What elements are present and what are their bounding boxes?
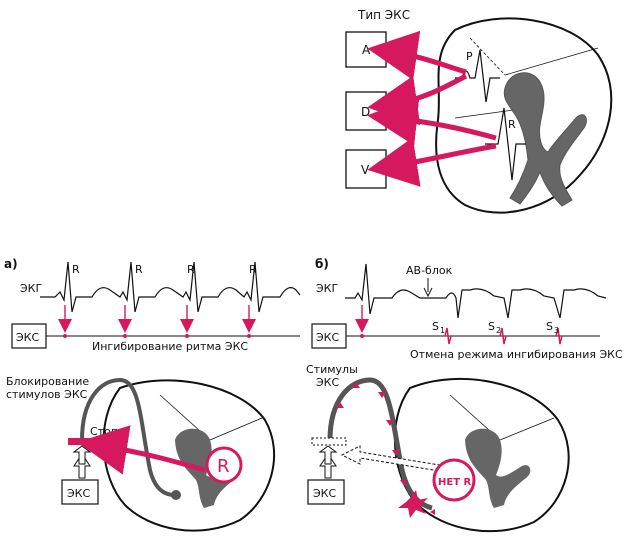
panel-b-cancel-caption: Отмена режима ингибирования ЭКС [410, 348, 623, 361]
panel-b-pacer-box-2 [307, 479, 345, 505]
panel-b-heart-line-2 [499, 417, 555, 441]
panel-a-up-arrow-2 [72, 445, 92, 465]
panel-b-s2-sub: 2 [496, 326, 501, 335]
panel-b-pacer-box [311, 323, 347, 349]
panel-b-pacer-box-2-label: ЭКС [313, 487, 336, 500]
box-d-label: D [361, 105, 370, 119]
panel-a-r-1: R [72, 263, 80, 276]
panel-a-heart-line-2 [209, 417, 263, 441]
arrow-r-to-d [367, 95, 497, 146]
panel-b-av-block: АВ-блок [406, 264, 453, 277]
arrow-to-v [367, 137, 497, 187]
box-a-label: A [362, 43, 371, 57]
panel-b-no-r-label: НЕТ R [438, 477, 472, 488]
panel-b-stim-4 [386, 420, 394, 426]
conduction-system [503, 72, 587, 207]
panel-b-s1: S [432, 320, 439, 333]
panel-b-up-arrow-1 [319, 453, 337, 479]
panel-b-stim-6 [400, 480, 408, 486]
arrow-to-a [367, 30, 467, 81]
panel-b-stim-7 [430, 509, 435, 515]
panel-a-pacer-box [11, 323, 47, 349]
panel-b-spike-1 [444, 327, 452, 345]
panel-a-dot-1 [63, 334, 67, 338]
r-wave-label: R [508, 118, 516, 131]
panel-b-no-r-circle [432, 458, 476, 502]
panel-b-s3-sub: 3 [554, 326, 559, 335]
panel-b-pacer-box-label: ЭКС [316, 331, 339, 344]
panel-a-r-2: R [135, 263, 143, 276]
panel-a-r-4: R [249, 263, 257, 276]
panel-a-pacer-box-2-label: ЭКС [67, 487, 90, 500]
panel-b-stimuli-caption-2: ЭКС [316, 376, 339, 389]
panel-b-stim-3 [378, 392, 386, 398]
panel-a-r-circle-label: R [217, 456, 230, 477]
panel-b-spike-2 [499, 327, 507, 345]
panel-b-spike-3 [555, 327, 563, 345]
panel-b-ecg-label: ЭКГ [316, 282, 338, 295]
heart-septum-line-2 [504, 47, 599, 76]
panel-b-tag: б) [315, 257, 329, 271]
panel-a-inhibition-caption: Ингибирование ритма ЭКС [92, 340, 248, 353]
panel-b-dot-1 [360, 334, 364, 338]
panel-a-stop-bar [68, 438, 90, 445]
panel-a-r-circle [205, 446, 243, 484]
panel-a-dot-2 [123, 334, 127, 338]
panel-a-dot-3 [185, 334, 189, 338]
panel-a-dot-4 [247, 334, 251, 338]
panel-b-s1-sub: 1 [440, 326, 445, 335]
panel-b-pacing-lead [327, 377, 433, 511]
panel-a-block-caption-1: Блокирование [6, 375, 89, 388]
panel-b-conduction [465, 428, 531, 508]
panel-a-pacing-lead [80, 377, 176, 497]
r-wave-trace [485, 107, 526, 181]
p-wave-label: P [466, 50, 473, 63]
panel-a-up-arrow-1 [73, 453, 91, 479]
panel-b-s3: S [546, 320, 553, 333]
panel-b-burst [398, 490, 428, 518]
heart-septum-line [469, 37, 506, 76]
panel-a-tag: а) [4, 257, 18, 271]
panel-b-up-arrow-2 [318, 445, 338, 465]
panel-a-lead-tip [171, 490, 181, 500]
panel-b-ecg-trace [345, 263, 607, 319]
panel-b-s2: S [488, 320, 495, 333]
panel-a-block-arrow [77, 425, 206, 475]
panel-b: б) ЭКГ АВ-блок ЭКС S 1 S 2 S 3 Отмена ре… [306, 257, 623, 533]
panel-a-r-3: R [187, 263, 195, 276]
box-v-label: V [361, 163, 370, 177]
panel-b-dashed-bar [311, 437, 347, 446]
top-diagram: Тип ЭКС A D V P R [345, 8, 613, 214]
panel-a-stop-label: Стоп [90, 425, 118, 438]
panel-a-ecg-trace [40, 261, 301, 313]
panel-b-av-arrow-head [423, 287, 433, 298]
panel-b-stim-5 [392, 450, 400, 456]
panel-b-stim-1 [336, 402, 344, 408]
panel-b-stimuli-caption-1: Стимулы [306, 363, 358, 376]
pacer-type-title: Тип ЭКС [357, 8, 410, 22]
panel-a: а) ЭКГ R R R R ЭКС Ингибирование ритма Э… [4, 257, 301, 532]
panel-a-pacer-box-label: ЭКС [16, 331, 39, 344]
panel-b-stim-2 [352, 382, 360, 388]
panel-a-pacer-box-2 [61, 479, 99, 505]
panel-a-ecg-label: ЭКГ [20, 282, 42, 295]
panel-a-block-caption-2: стимулов ЭКС [6, 388, 88, 401]
